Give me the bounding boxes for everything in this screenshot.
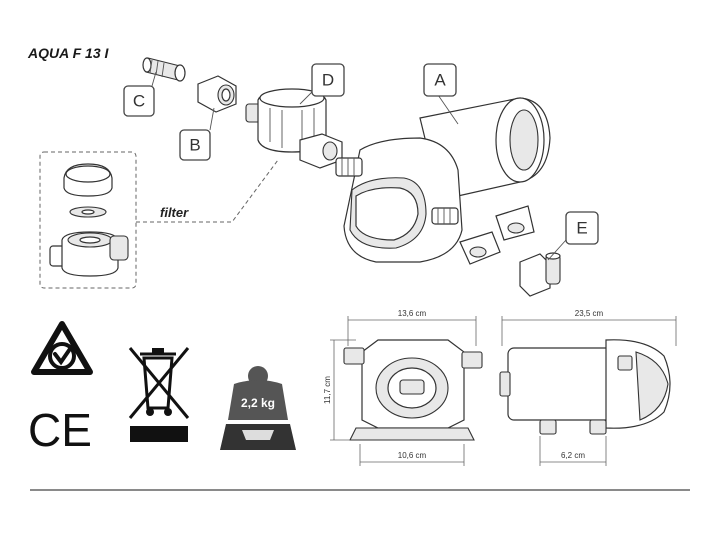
front-width-label: 13,6 cm: [398, 309, 427, 318]
callout-e: E: [565, 211, 599, 245]
callout-b: B: [179, 129, 211, 161]
front-base-label: 10,6 cm: [398, 451, 427, 460]
weight-scale-icon: [220, 366, 296, 450]
svg-text:D: D: [322, 71, 334, 90]
callout-a: A: [423, 63, 457, 97]
filter-cap: [63, 163, 113, 197]
filter-disc: [69, 206, 107, 218]
pump-side-view: [499, 339, 671, 435]
rcm-compliance-mark-icon: [31, 321, 93, 375]
part-c-fitting: [142, 57, 186, 82]
front-dimension-lines: [330, 316, 477, 466]
filter-label: filter: [160, 205, 189, 220]
front-height-label: 11,7 cm: [323, 376, 332, 404]
side-dimension-lines: [501, 316, 677, 466]
side-base-label: 6,2 cm: [561, 451, 585, 460]
svg-text:C: C: [133, 92, 145, 111]
product-title: AQUA F 13 I: [27, 45, 109, 61]
ce-mark-icon: CE: [28, 404, 92, 456]
part-a-pump: [335, 97, 551, 265]
part-d-filter-housing: [245, 88, 343, 169]
svg-text:A: A: [434, 71, 446, 90]
filter-base: [49, 231, 129, 277]
callout-c: C: [123, 85, 155, 117]
part-b-nut: [197, 75, 237, 113]
weee-crossed-bin-icon: [128, 347, 190, 442]
weight-label: 2,2 kg: [241, 396, 275, 410]
pump-front-view: [343, 339, 483, 441]
filter-detail-box: [39, 151, 137, 289]
part-e-fitting: [519, 252, 561, 297]
svg-text:B: B: [189, 136, 200, 155]
filter-leader: [136, 159, 279, 223]
svg-text:E: E: [576, 219, 587, 238]
callout-d: D: [311, 63, 345, 97]
side-length-label: 23,5 cm: [575, 309, 604, 318]
